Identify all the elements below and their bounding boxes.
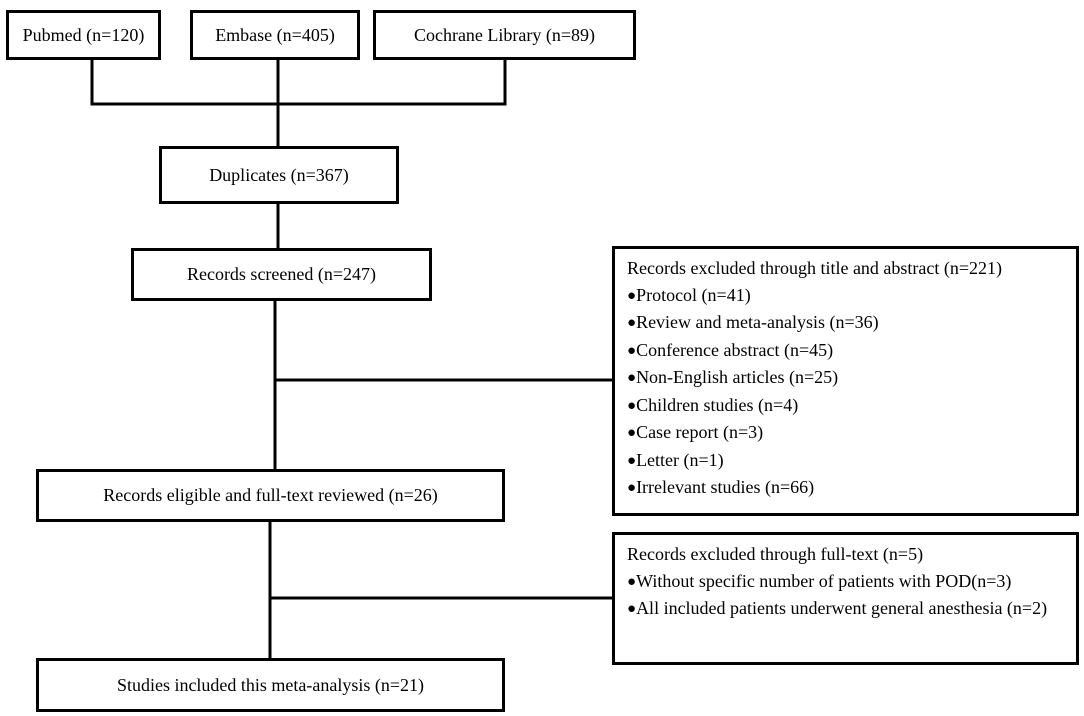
bullet-icon: ● [627,315,637,331]
bullet-icon: ● [627,601,637,617]
bullet-icon: ● [627,342,637,359]
list-item: ●Review and meta-analysis (n=36) [627,312,879,332]
eligible-box: Records eligible and full-text reviewed … [36,469,505,522]
list-item: ●Case report (n=3) [627,422,764,442]
duplicates-box: Duplicates (n=367) [159,146,399,204]
bullet-icon: ● [627,573,637,590]
source-box-embase: Embase (n=405) [190,10,360,60]
source-label-embase: Embase (n=405) [215,24,335,45]
bullet-icon: ● [627,287,637,304]
bullet-icon: ● [627,452,637,469]
list-item: ●Protocol (n=41) [627,284,751,305]
full-text-exclusion-title: Records excluded through full-text (n=5) [627,544,924,564]
source-box-pubmed: Pubmed (n=120) [6,10,161,60]
source-box-cochrane: Cochrane Library (n=89) [373,10,636,60]
bullet-icon: ● [627,397,637,414]
list-item: ●Without specific number of patients wit… [627,570,1012,591]
bullet-icon: ● [627,480,637,496]
full-text-exclusion-box: Records excluded through full-text (n=5)… [612,532,1079,665]
list-item: ●All included patients underwent general… [627,598,1048,618]
included-label: Studies included this meta-analysis (n=2… [116,674,425,695]
screened-label: Records screened (n=247) [186,264,377,284]
screened-box: Records screened (n=247) [131,248,432,301]
included-box: Studies included this meta-analysis (n=2… [36,658,505,712]
list-item: ●Children studies (n=4) [627,394,799,415]
list-item: ●Letter (n=1) [627,449,724,470]
duplicates-label: Duplicates (n=367) [209,164,349,185]
list-item: ●Non-English articles (n=25) [627,367,839,387]
source-label-cochrane: Cochrane Library (n=89) [413,24,596,45]
list-item: ●Irrelevant studies (n=66) [627,477,815,497]
bullet-icon: ● [627,370,637,386]
source-label-pubmed: Pubmed (n=120) [22,24,145,45]
list-item: ●Conference abstract (n=45) [627,339,834,360]
bullet-icon: ● [627,425,637,441]
title-abstract-exclusion-box: Records excluded through title and abstr… [612,246,1079,516]
title-abstract-exclusion-title: Records excluded through title and abstr… [627,258,1003,278]
eligible-label: Records eligible and full-text reviewed … [103,485,438,505]
